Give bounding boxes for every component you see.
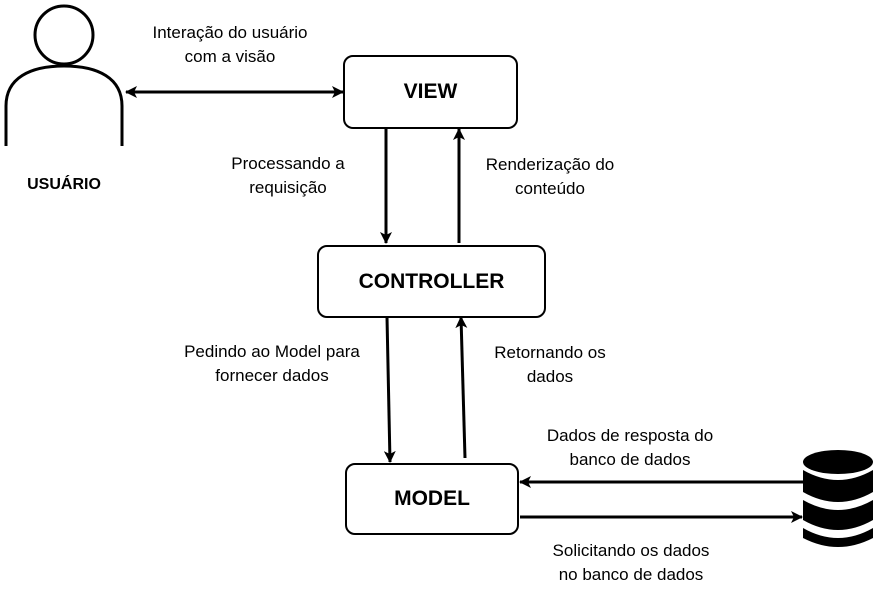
label-controller-to-model: Pedindo ao Model para fornecer dados xyxy=(168,340,376,388)
label-controller-to-model-line2: fornecer dados xyxy=(215,366,329,385)
model-box: MODEL xyxy=(345,463,519,535)
label-model-to-controller-line2: dados xyxy=(526,367,574,386)
view-box: VIEW xyxy=(343,55,518,129)
label-db-to-model-line2: banco de dados xyxy=(569,450,691,469)
label-user-view: Interação do usuário com a visão xyxy=(128,21,332,69)
database-icon xyxy=(803,450,873,547)
label-user-view-line2: com a visão xyxy=(184,47,276,66)
label-model-to-db: Solicitando os dados no banco de dados xyxy=(528,539,734,587)
label-model-to-controller: Retornando os dados xyxy=(473,341,627,389)
label-model-to-db-line1: Solicitando os dados xyxy=(552,541,710,560)
label-controller-to-view-line2: conteúdo xyxy=(515,179,585,198)
label-controller-to-model-line1: Pedindo ao Model para xyxy=(184,342,360,361)
label-db-to-model-line1: Dados de resposta do xyxy=(546,426,714,445)
label-db-to-model: Dados de resposta do banco de dados xyxy=(520,424,740,472)
label-view-to-controller-line2: requisição xyxy=(249,178,327,197)
label-controller-to-view-line1: Renderização do xyxy=(485,155,615,174)
label-controller-to-view: Renderização do conteúdo xyxy=(467,153,633,201)
edge-model-to-controller xyxy=(455,316,468,459)
label-view-to-controller: Processando a requisição xyxy=(208,152,368,200)
edge-controller-to-model xyxy=(383,316,396,463)
label-view-to-controller-line1: Processando a xyxy=(231,154,345,173)
user-icon xyxy=(4,4,124,146)
controller-box: CONTROLLER xyxy=(317,245,546,318)
label-model-to-controller-line1: Retornando os xyxy=(494,343,606,362)
label-user-view-line1: Interação do usuário xyxy=(152,23,308,42)
label-model-to-db-line2: no banco de dados xyxy=(558,565,704,584)
user-label: USUÁRIO xyxy=(27,176,101,193)
